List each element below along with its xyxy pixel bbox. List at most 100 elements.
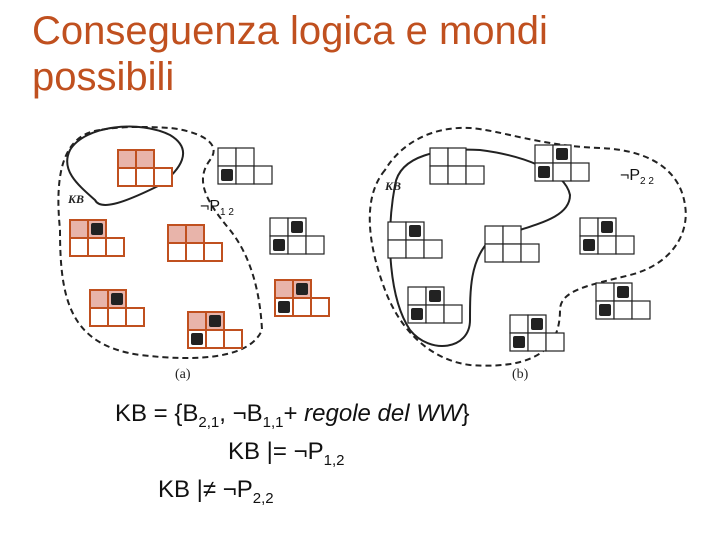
world-cell: [545, 332, 565, 352]
world-cell: [305, 235, 325, 255]
world-cell: [310, 297, 330, 317]
pit-marker: [296, 283, 308, 295]
world-cell: [274, 279, 294, 299]
right-kb-label: KB: [384, 179, 401, 193]
kb-definition: KB = {B2,1, ¬B1,1+ regole del WW}: [115, 400, 470, 431]
world-cell: [429, 165, 449, 185]
world-cell: [579, 217, 599, 237]
world-cell: [69, 219, 89, 239]
world-grid: [579, 217, 635, 255]
world-grid: [595, 282, 651, 320]
world-cell: [443, 304, 463, 324]
world-cell: [107, 307, 127, 327]
pit-marker: [111, 293, 123, 305]
title-line-1: Conseguenza logica e mondi: [32, 9, 548, 53]
world-cell: [429, 147, 449, 167]
world-cell: [405, 239, 425, 259]
caption-a: (a): [175, 367, 191, 382]
worlds-layer: [69, 144, 651, 352]
world-cell: [484, 225, 504, 245]
world-grid: [69, 219, 125, 257]
world-cell: [117, 167, 137, 187]
world-cell: [117, 149, 137, 169]
kb-entails-not-p12: KB |= ¬P1,2: [228, 438, 345, 469]
world-cell: [69, 237, 89, 257]
pit-marker: [209, 315, 221, 327]
pit-marker: [411, 308, 423, 320]
world-grid: [429, 147, 485, 185]
world-cell: [425, 304, 445, 324]
world-cell: [125, 307, 145, 327]
world-grid: [217, 147, 273, 185]
caption-b: (b): [512, 367, 529, 382]
pit-marker: [601, 221, 613, 233]
pit-marker: [278, 301, 290, 313]
world-cell: [235, 165, 255, 185]
world-grid: [387, 221, 443, 259]
world-cell: [203, 242, 223, 262]
world-grid: [89, 289, 145, 327]
world-cell: [423, 239, 443, 259]
pit-marker: [531, 318, 543, 330]
pit-marker: [599, 304, 611, 316]
world-cell: [552, 162, 572, 182]
world-grid: [117, 149, 173, 187]
title-line-2: possibili: [32, 55, 175, 99]
world-cell: [153, 167, 173, 187]
world-cell: [520, 243, 540, 263]
world-cell: [465, 165, 485, 185]
world-cell: [205, 329, 225, 349]
world-cell: [269, 217, 289, 237]
pit-marker: [513, 336, 525, 348]
world-cell: [615, 235, 635, 255]
world-cell: [187, 311, 207, 331]
world-cell: [447, 147, 467, 167]
world-cell: [89, 307, 109, 327]
pit-marker: [538, 166, 550, 178]
world-cell: [292, 297, 312, 317]
world-cell: [185, 224, 205, 244]
world-cell: [631, 300, 651, 320]
slide-title: Conseguenza logica e mondi possibili: [32, 8, 672, 100]
not-p22-label: ¬P2 2: [620, 167, 654, 188]
world-cell: [235, 147, 255, 167]
world-cell: [387, 221, 407, 241]
world-grid: [269, 217, 325, 255]
world-cell: [287, 235, 307, 255]
world-cell: [387, 239, 407, 259]
world-cell: [87, 237, 107, 257]
world-grid: [534, 144, 590, 182]
pit-marker: [221, 169, 233, 181]
world-cell: [502, 225, 522, 245]
world-cell: [509, 314, 529, 334]
world-grid: [274, 279, 330, 317]
world-cell: [595, 282, 615, 302]
pit-marker: [191, 333, 203, 345]
kb-not-entails-not-p22: KB |≠ ¬P2,2: [158, 476, 274, 507]
world-cell: [223, 329, 243, 349]
world-cell: [484, 243, 504, 263]
world-cell: [105, 237, 125, 257]
pit-marker: [583, 239, 595, 251]
world-grid: [509, 314, 565, 352]
pit-marker: [409, 225, 421, 237]
world-cell: [527, 332, 547, 352]
world-cell: [597, 235, 617, 255]
world-cell: [253, 165, 273, 185]
pit-marker: [617, 286, 629, 298]
pit-marker: [91, 223, 103, 235]
world-cell: [407, 286, 427, 306]
world-cell: [135, 167, 155, 187]
world-cell: [570, 162, 590, 182]
world-cell: [89, 289, 109, 309]
world-grid: [407, 286, 463, 324]
world-cell: [613, 300, 633, 320]
world-cell: [502, 243, 522, 263]
world-cell: [167, 224, 187, 244]
world-cell: [185, 242, 205, 262]
pit-marker: [429, 290, 441, 302]
world-grid: [484, 225, 540, 263]
pit-marker: [273, 239, 285, 251]
world-cell: [534, 144, 554, 164]
